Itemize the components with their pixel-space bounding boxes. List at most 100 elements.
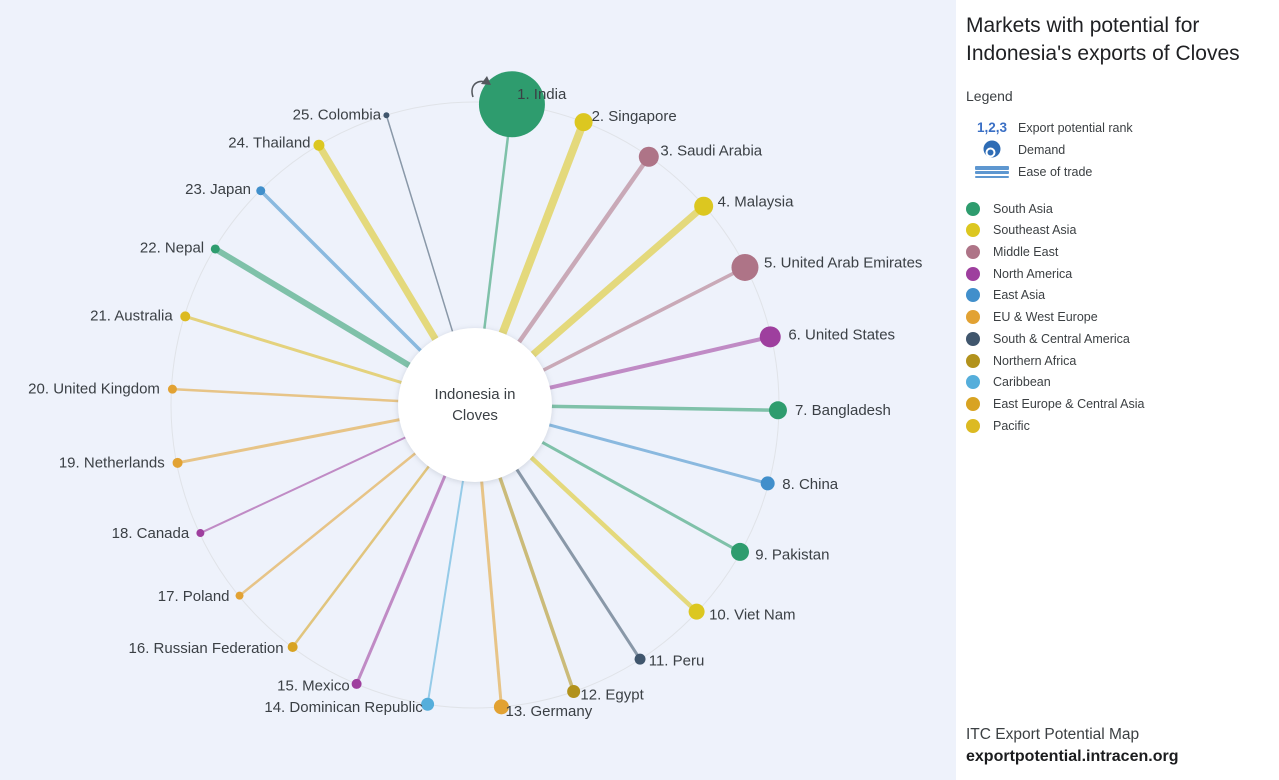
legend-region-row: Pacific xyxy=(966,415,1267,437)
country-label[interactable]: 19. Netherlands xyxy=(59,455,165,472)
region-label: South & Central America xyxy=(993,331,1130,346)
legend-ease-row: Ease of trade xyxy=(966,161,1267,183)
country-bubble[interactable] xyxy=(574,113,593,132)
country-label[interactable]: 7. Bangladesh xyxy=(795,402,891,419)
country-label[interactable]: 9. Pakistan xyxy=(755,546,829,563)
country-label[interactable]: 2. Singapore xyxy=(592,108,677,125)
country-bubble[interactable] xyxy=(172,457,183,468)
region-color-dot xyxy=(966,310,980,325)
country-label[interactable]: 22. Nepal xyxy=(140,240,204,257)
country-label[interactable]: 11. Peru xyxy=(649,653,705,670)
legend-region-row: Caribbean xyxy=(966,371,1267,393)
demand-label: Demand xyxy=(1018,142,1066,157)
country-bubble[interactable] xyxy=(351,678,362,689)
country-bubble[interactable] xyxy=(634,653,646,665)
rank-numbers-icon: 1,2,3 xyxy=(976,120,1008,136)
region-color-dot xyxy=(966,201,980,216)
country-label[interactable]: 17. Poland xyxy=(158,588,230,605)
region-label: East Europe & Central Asia xyxy=(993,396,1145,411)
center-label: Cloves xyxy=(452,407,498,424)
footer-url-link[interactable]: exportpotential.intracen.org xyxy=(966,748,1179,765)
country-bubble[interactable] xyxy=(759,326,781,348)
country-bubble[interactable] xyxy=(313,139,325,151)
page-title: Markets with potential for Indonesia's e… xyxy=(966,14,1240,65)
country-label[interactable]: 10. Viet Nam xyxy=(709,607,795,624)
region-label: Middle East xyxy=(993,245,1059,260)
country-label[interactable]: 4. Malaysia xyxy=(718,193,795,210)
country-label[interactable]: 13. Germany xyxy=(505,703,592,720)
region-label: East Asia xyxy=(993,288,1046,303)
country-bubble[interactable] xyxy=(210,244,220,254)
country-label[interactable]: 5. United Arab Emirates xyxy=(764,254,922,271)
region-label: South Asia xyxy=(993,201,1053,216)
country-bubble[interactable] xyxy=(421,697,435,711)
radial-chart-panel: Indonesia in Cloves 1. India 2. Singapore 3.… xyxy=(0,0,956,780)
legend-region-row: Middle East xyxy=(966,241,1267,263)
legend-heading: Legend xyxy=(966,87,1013,104)
country-label[interactable]: 21. Australia xyxy=(90,307,173,324)
country-label[interactable]: 8. China xyxy=(782,476,839,493)
center-label: Indonesia in xyxy=(435,386,516,403)
legend-panel: Markets with potential for Indonesia's e… xyxy=(956,0,1279,780)
region-color-dot xyxy=(966,266,980,281)
country-label[interactable]: 12. Egypt xyxy=(580,686,644,703)
country-bubble[interactable] xyxy=(694,196,714,216)
region-color-dot xyxy=(966,418,980,433)
country-label[interactable]: 18. Canada xyxy=(112,525,190,542)
demand-bubble-icon xyxy=(983,140,1001,158)
country-bubble[interactable] xyxy=(731,253,759,281)
country-label[interactable]: 3. Saudi Arabia xyxy=(660,143,762,160)
country-bubble[interactable] xyxy=(235,591,244,600)
legend-region-row: EU & West Europe xyxy=(966,306,1267,328)
country-bubble[interactable] xyxy=(768,401,787,420)
export-potential-radial-chart: Indonesia in Cloves 1. India 2. Singapore 3.… xyxy=(28,71,922,720)
legend-region-row: East Asia xyxy=(966,285,1267,307)
region-label: EU & West Europe xyxy=(993,310,1098,325)
country-bubble[interactable] xyxy=(167,384,177,394)
region-color-dot xyxy=(966,223,980,238)
legend-region-row: Northern Africa xyxy=(966,350,1267,372)
legend-rank-row: 1,2,3 Export potential rank xyxy=(966,117,1267,139)
country-bubble[interactable] xyxy=(478,71,545,138)
country-label[interactable]: 20. United Kingdom xyxy=(28,381,160,398)
legend-region-row: North America xyxy=(966,263,1267,285)
country-bubble[interactable] xyxy=(567,684,581,698)
country-label[interactable]: 23. Japan xyxy=(185,181,251,198)
region-label: Southeast Asia xyxy=(993,223,1077,238)
country-bubble[interactable] xyxy=(287,641,298,652)
country-bubble[interactable] xyxy=(493,699,509,715)
region-color-dot xyxy=(966,353,980,368)
country-label[interactable]: 14. Dominican Republic xyxy=(264,699,423,716)
country-bubble[interactable] xyxy=(760,476,775,491)
legend-region-row: South Asia xyxy=(966,198,1267,220)
country-bubble[interactable] xyxy=(256,186,266,196)
country-label[interactable]: 1. India xyxy=(517,86,567,103)
legend-region-row: Southeast Asia xyxy=(966,220,1267,242)
region-color-dot xyxy=(966,375,980,390)
country-bubble[interactable] xyxy=(196,529,205,538)
country-label[interactable]: 6. United States xyxy=(788,327,895,344)
region-color-dot xyxy=(966,288,980,303)
country-label[interactable]: 24. Thailand xyxy=(228,135,310,152)
footer: ITC Export Potential Map exportpotential… xyxy=(966,726,1267,768)
country-bubble[interactable] xyxy=(638,146,659,167)
ease-of-trade-lines-icon xyxy=(975,166,1009,178)
region-color-dot xyxy=(966,396,980,411)
region-color-dot xyxy=(966,245,980,260)
country-bubble[interactable] xyxy=(180,311,191,322)
country-label[interactable]: 16. Russian Federation xyxy=(129,640,284,657)
country-bubble[interactable] xyxy=(688,603,705,620)
country-label[interactable]: 15. Mexico xyxy=(277,677,350,694)
region-color-dot xyxy=(966,331,980,346)
legend-region-row: South & Central America xyxy=(966,328,1267,350)
region-label: Pacific xyxy=(993,418,1030,433)
rank-label: Export potential rank xyxy=(1018,120,1133,135)
footer-app-name: ITC Export Potential Map xyxy=(966,726,1140,743)
country-label[interactable]: 25. Colombia xyxy=(293,107,382,124)
legend-region-row: East Europe & Central Asia xyxy=(966,393,1267,415)
country-bubble[interactable] xyxy=(731,542,750,561)
region-label: Caribbean xyxy=(993,375,1051,390)
legend-demand-row: Demand xyxy=(966,139,1267,161)
country-bubble[interactable] xyxy=(383,112,390,119)
